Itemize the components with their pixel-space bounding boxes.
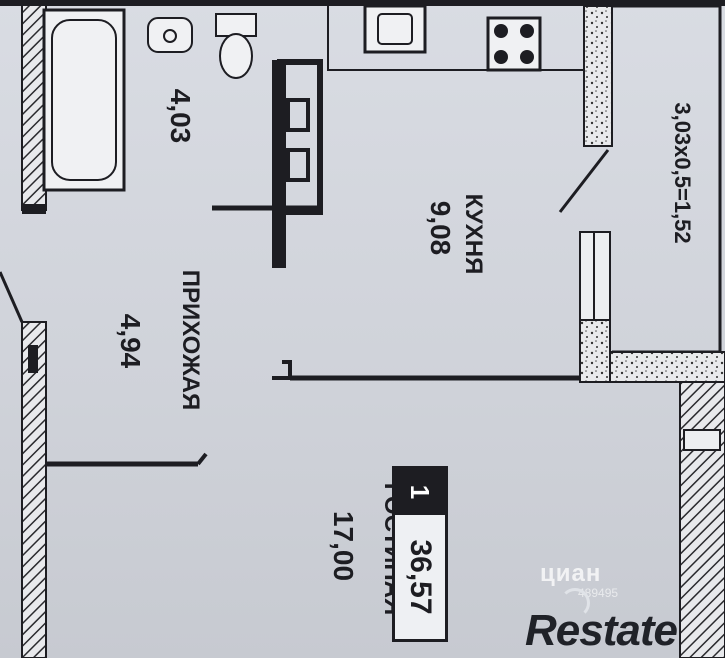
kitchen-area-label: 9,08 <box>425 200 456 256</box>
toilet-bowl <box>219 33 253 79</box>
signal-icon <box>560 588 590 618</box>
entry-door-swing <box>0 271 24 323</box>
kitchen-right-wall-lower <box>579 319 611 383</box>
total-area: 36,57 <box>404 539 437 615</box>
kitchen-right-wall-upper <box>583 5 613 147</box>
kitchen-counter <box>327 6 586 71</box>
hall-area-label: 4,94 <box>115 313 146 369</box>
room-count: 1 <box>395 469 445 515</box>
wall-niche <box>28 345 38 373</box>
living-area-label: 17,00 <box>328 510 359 582</box>
left-wall-lower <box>21 321 47 658</box>
toilet-tank <box>215 13 257 37</box>
left-wall-upper <box>21 0 47 211</box>
apartment-badge: 1 36,57 <box>392 466 448 642</box>
hall-name-label: ПРИХОЖАЯ <box>177 269 204 411</box>
cian-watermark: циан <box>540 560 602 587</box>
restate-logo: Restate <box>525 606 678 655</box>
kitchen-sink <box>363 4 427 54</box>
living-right-wall <box>679 381 725 658</box>
ventilation-shaft <box>277 59 323 215</box>
bathroom-area-label: 4,03 <box>165 88 196 144</box>
kitchen-name-label: КУХНЯ <box>460 193 487 275</box>
stove <box>486 16 542 72</box>
top-wall <box>0 0 725 6</box>
bath-sink <box>147 17 193 53</box>
bathtub <box>42 8 126 192</box>
balcony-outline <box>612 4 722 354</box>
balcony-formula-label: 3,03х0,5=1,52 <box>670 102 695 244</box>
balcony-leader-line <box>558 149 610 213</box>
